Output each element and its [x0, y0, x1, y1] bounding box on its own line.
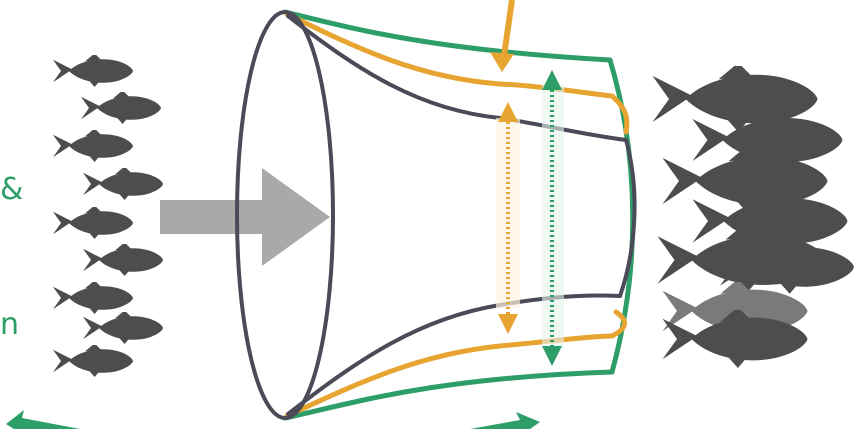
fish-cluster-right — [653, 63, 854, 368]
right-arrow-icon — [160, 168, 330, 266]
fish-icon — [53, 343, 133, 377]
fish-icon — [53, 280, 133, 314]
fish-icon — [53, 205, 133, 239]
left-edge-text-lower: n — [0, 310, 19, 340]
down-arrow-icon — [490, 0, 514, 72]
fish-icon — [83, 166, 163, 200]
fish-column-left — [53, 53, 163, 377]
fish-icon — [81, 90, 161, 124]
fish-icon — [83, 242, 163, 276]
left-edge-text-upper: & — [0, 175, 23, 205]
fish-icon — [83, 310, 163, 344]
fish-icon — [53, 128, 133, 162]
fish-icon — [53, 53, 133, 87]
